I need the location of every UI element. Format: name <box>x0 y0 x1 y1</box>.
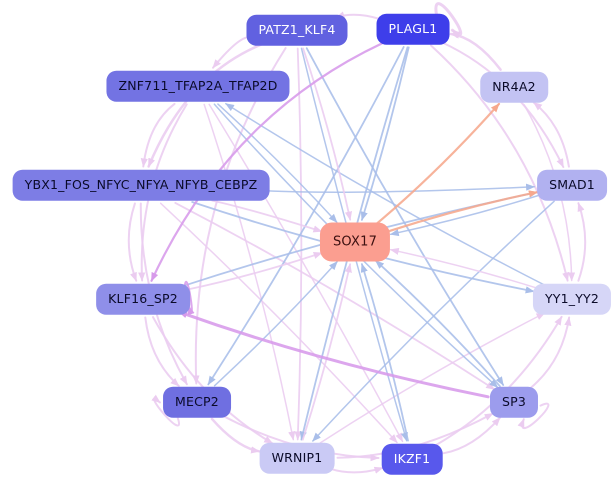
edge-znf711-sox17 <box>217 103 338 223</box>
node-smad1[interactable]: SMAD1 <box>537 169 607 201</box>
node-sp3[interactable]: SP3 <box>489 386 539 418</box>
node-wrnip1[interactable]: WRNIP1 <box>259 442 335 474</box>
edge-sp3-yy1 <box>530 316 572 389</box>
edge-wrnip1-ikzf1 <box>329 466 384 474</box>
edge-ikzf1-sox17 <box>360 263 409 442</box>
node-klf16[interactable]: KLF16_SP2 <box>96 283 190 315</box>
edge-mecp2-sox17 <box>213 261 338 387</box>
node-plagl1[interactable]: PLAGL1 <box>376 13 450 45</box>
edge-plagl1-sox17 <box>360 46 410 221</box>
node-sox17[interactable]: SOX17 <box>319 222 391 262</box>
node-yy1[interactable]: YY1_YY2 <box>532 283 612 315</box>
node-mecp2[interactable]: MECP2 <box>163 386 231 418</box>
edge-wrnip1-sox17 <box>301 263 352 441</box>
edge-nr4a2-plagl1 <box>449 31 502 71</box>
edge-smad1-nr4a2 <box>532 101 570 168</box>
edge-patz1-sox17 <box>302 47 353 221</box>
edge-sp3-sox17 <box>374 259 501 388</box>
edge-znf711-ybx1 <box>140 102 176 168</box>
node-znf711[interactable]: ZNF711_TFAP2A_TFAP2D <box>106 70 290 102</box>
edge-klf16-wrnip1 <box>152 316 274 445</box>
edge-klf16-sox17 <box>185 252 323 291</box>
edge-patz1-ybx1 <box>147 42 264 168</box>
node-ybx1[interactable]: YBX1_FOS_NFYC_NFYA_NFYB_CEBPZ <box>12 169 270 201</box>
edge-ybx1-sox17 <box>211 199 323 233</box>
edge-sox17-smad1 <box>387 190 539 233</box>
edge-patz1-znf711 <box>212 36 249 69</box>
edge-patz1-wrnip1 <box>294 47 303 441</box>
edge-patz1-sp3 <box>305 47 505 386</box>
edge-wrnip1-yy1 <box>319 312 546 444</box>
edge-ybx1-smad1 <box>265 183 536 193</box>
edge-ybx1-klf16 <box>127 202 138 282</box>
edge-klf16-mecp2 <box>144 316 180 387</box>
edge-ikzf1-yy1 <box>434 315 563 447</box>
edge-znf711-ikzf1 <box>208 103 404 443</box>
node-ikzf1[interactable]: IKZF1 <box>381 443 443 475</box>
edge-sox17-nr4a2 <box>375 102 501 225</box>
edge-mecp2-wrnip1 <box>210 417 261 454</box>
edge-ikzf1-sp3 <box>442 416 501 455</box>
edge-sp3-klf16 <box>177 310 490 399</box>
edge-plagl1-smad1 <box>440 41 565 168</box>
node-patz1[interactable]: PATZ1_KLF4 <box>246 14 348 46</box>
edge-yy1-smad1 <box>577 202 587 282</box>
edge-yy1-sox17 <box>389 247 539 290</box>
node-nr4a2[interactable]: NR4A2 <box>480 71 548 103</box>
edge-smad1-sox17 <box>389 194 541 237</box>
